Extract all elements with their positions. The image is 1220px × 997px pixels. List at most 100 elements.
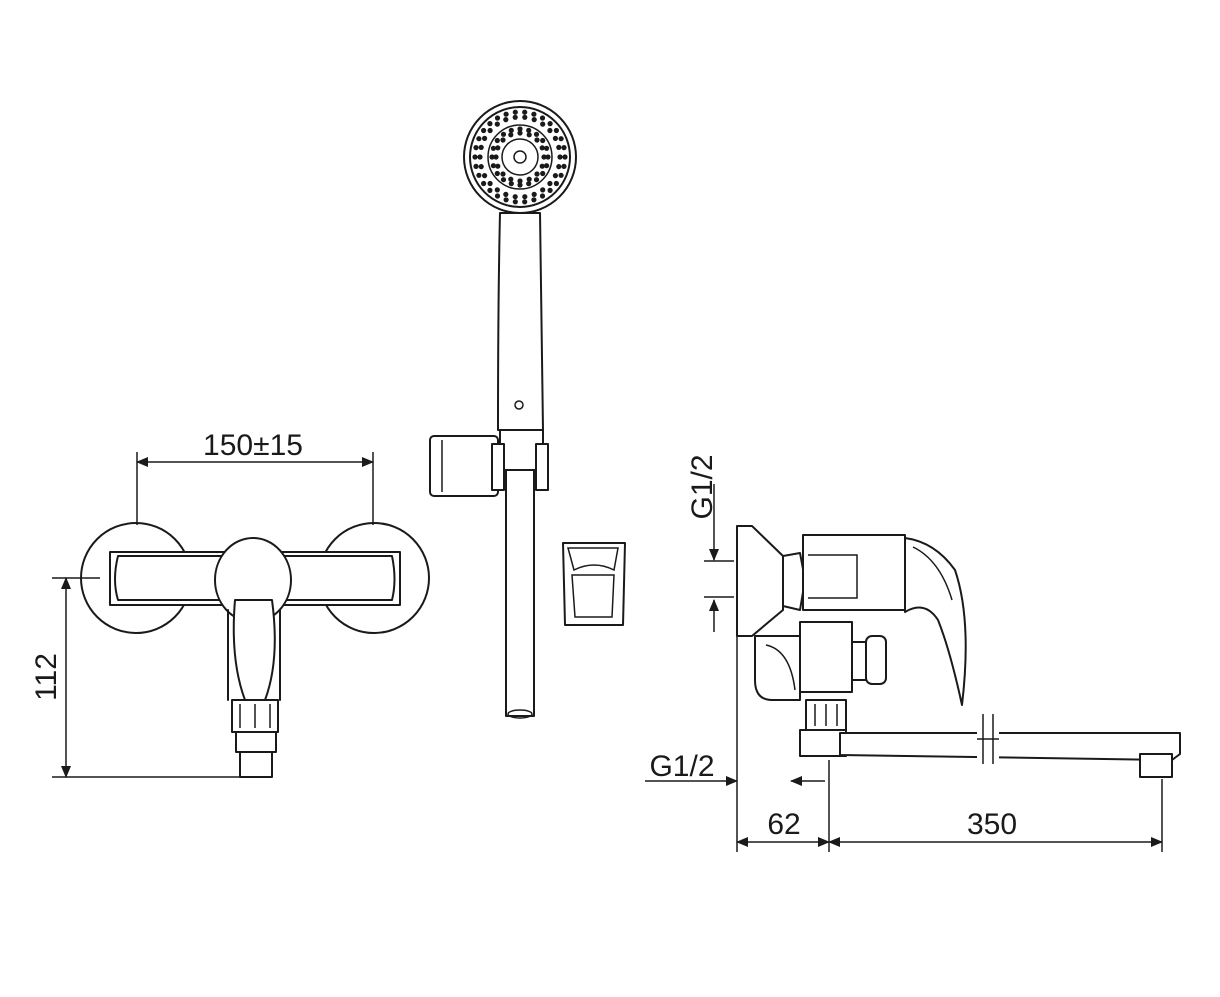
nozzle-dot — [553, 180, 560, 187]
nozzle-dot — [558, 136, 564, 142]
shower-hose — [505, 469, 535, 717]
nozzle-dot — [517, 182, 523, 188]
nozzle-dot — [490, 145, 496, 151]
nozzle-dot — [540, 187, 546, 193]
nozzle-dot — [533, 177, 540, 183]
nozzle-dot — [500, 131, 507, 137]
nozzle-dot — [472, 154, 478, 160]
nozzle-dot — [481, 180, 487, 187]
nozzle-dot — [512, 194, 518, 200]
nozzle-dot — [556, 164, 562, 170]
wall-bracket — [562, 542, 626, 626]
nozzle-dot — [561, 145, 567, 151]
nozzle-dot — [533, 131, 540, 137]
nozzle-dot — [552, 173, 559, 179]
nozzle-dot — [489, 154, 495, 160]
nozzle-dot — [487, 187, 493, 193]
nozzle-dot — [544, 163, 550, 169]
nozzle-dot — [526, 176, 532, 182]
nozzle-dot — [500, 177, 507, 183]
nozzle-dot — [494, 193, 501, 199]
nozzle-dot — [534, 171, 540, 177]
side-inlet-dimension: G1/2 — [686, 454, 734, 632]
nozzle-dot — [541, 154, 547, 160]
nozzle-dot — [494, 115, 501, 121]
diverter-block — [799, 621, 853, 693]
nozzle-dot — [547, 187, 553, 193]
mixer-body-side — [754, 534, 967, 757]
nozzle-dot — [473, 163, 479, 169]
nozzle-dot — [545, 154, 551, 160]
nozzle-dot — [481, 127, 487, 134]
nozzle-dot — [522, 109, 528, 115]
nozzle-dot — [531, 197, 537, 203]
nozzle-dot — [531, 117, 537, 123]
front-width-label: 150±15 — [203, 429, 303, 462]
nozzle-dot — [540, 137, 546, 144]
nozzle-dot — [531, 191, 537, 197]
nozzle-dot — [508, 176, 514, 182]
nozzle-dot — [478, 144, 484, 150]
nozzle-dot — [490, 163, 496, 169]
nozzle-dot — [556, 144, 562, 150]
nozzle-dot — [503, 117, 509, 123]
nozzle-dot — [503, 191, 509, 197]
side-inlet-label: G1/2 — [686, 454, 719, 519]
side-outlet-dimension: G1/2 — [645, 750, 825, 786]
shower-set — [429, 100, 626, 719]
nozzle-dot — [547, 127, 553, 134]
nozzle-dot — [553, 127, 560, 134]
nozzle-dot — [473, 145, 479, 151]
hex-nut-side — [782, 552, 806, 611]
nozzle-dot — [562, 154, 568, 160]
nozzle-dot — [526, 127, 532, 133]
nozzle-dot — [539, 115, 546, 121]
nozzle-dot — [522, 194, 528, 200]
nozzle-dot — [503, 197, 509, 203]
nozzle-dot — [487, 121, 493, 127]
nozzle-dot — [540, 121, 546, 127]
nozzle-dot — [495, 163, 501, 169]
nozzle-dot — [494, 187, 500, 193]
nozzle-dot — [557, 154, 563, 160]
side-length-dimensions: 62 350 — [736, 636, 1163, 852]
front-height-label: 112 — [30, 653, 63, 701]
front-view: 150±15 112 — [30, 429, 430, 778]
spout-tip — [1139, 753, 1173, 778]
nozzle-dot — [494, 170, 500, 177]
nozzle-dot — [477, 154, 483, 160]
nozzle-dot — [482, 135, 488, 141]
nozzle-dot — [540, 170, 546, 177]
nozzle-dot — [517, 178, 523, 184]
shower-head-nozzles — [472, 109, 568, 205]
nozzle-dot — [522, 199, 528, 205]
nozzle-dot — [508, 181, 514, 187]
side-view: G1/2 — [645, 454, 1181, 852]
wall-flange-side — [736, 525, 784, 637]
nozzle-dot — [552, 135, 559, 141]
nozzle-dot — [534, 137, 540, 143]
nozzle-dot — [526, 181, 532, 187]
nozzle-dot — [487, 180, 493, 187]
spout-side — [839, 714, 1181, 778]
nozzle-dot — [544, 145, 550, 151]
nozzle-dot — [526, 132, 532, 138]
nozzle-dot — [495, 145, 501, 151]
nozzle-dot — [508, 132, 514, 138]
nozzle-dot — [500, 171, 506, 177]
nozzle-dot — [539, 193, 546, 199]
nozzle-dot — [494, 121, 500, 127]
spout-outlet-front — [239, 751, 273, 778]
nozzle-dot — [561, 163, 567, 169]
mixer-body-front — [80, 522, 430, 778]
nozzle-dot — [531, 111, 537, 117]
nozzle-dot — [487, 127, 493, 134]
nozzle-dot — [512, 109, 518, 115]
wall-offset-label: 62 — [767, 808, 800, 841]
nozzle-dot — [517, 126, 523, 132]
nozzle-dot — [503, 111, 509, 117]
spout-length-label: 350 — [967, 808, 1017, 841]
nozzle-dot — [500, 137, 506, 143]
nozzle-dot — [493, 154, 499, 160]
